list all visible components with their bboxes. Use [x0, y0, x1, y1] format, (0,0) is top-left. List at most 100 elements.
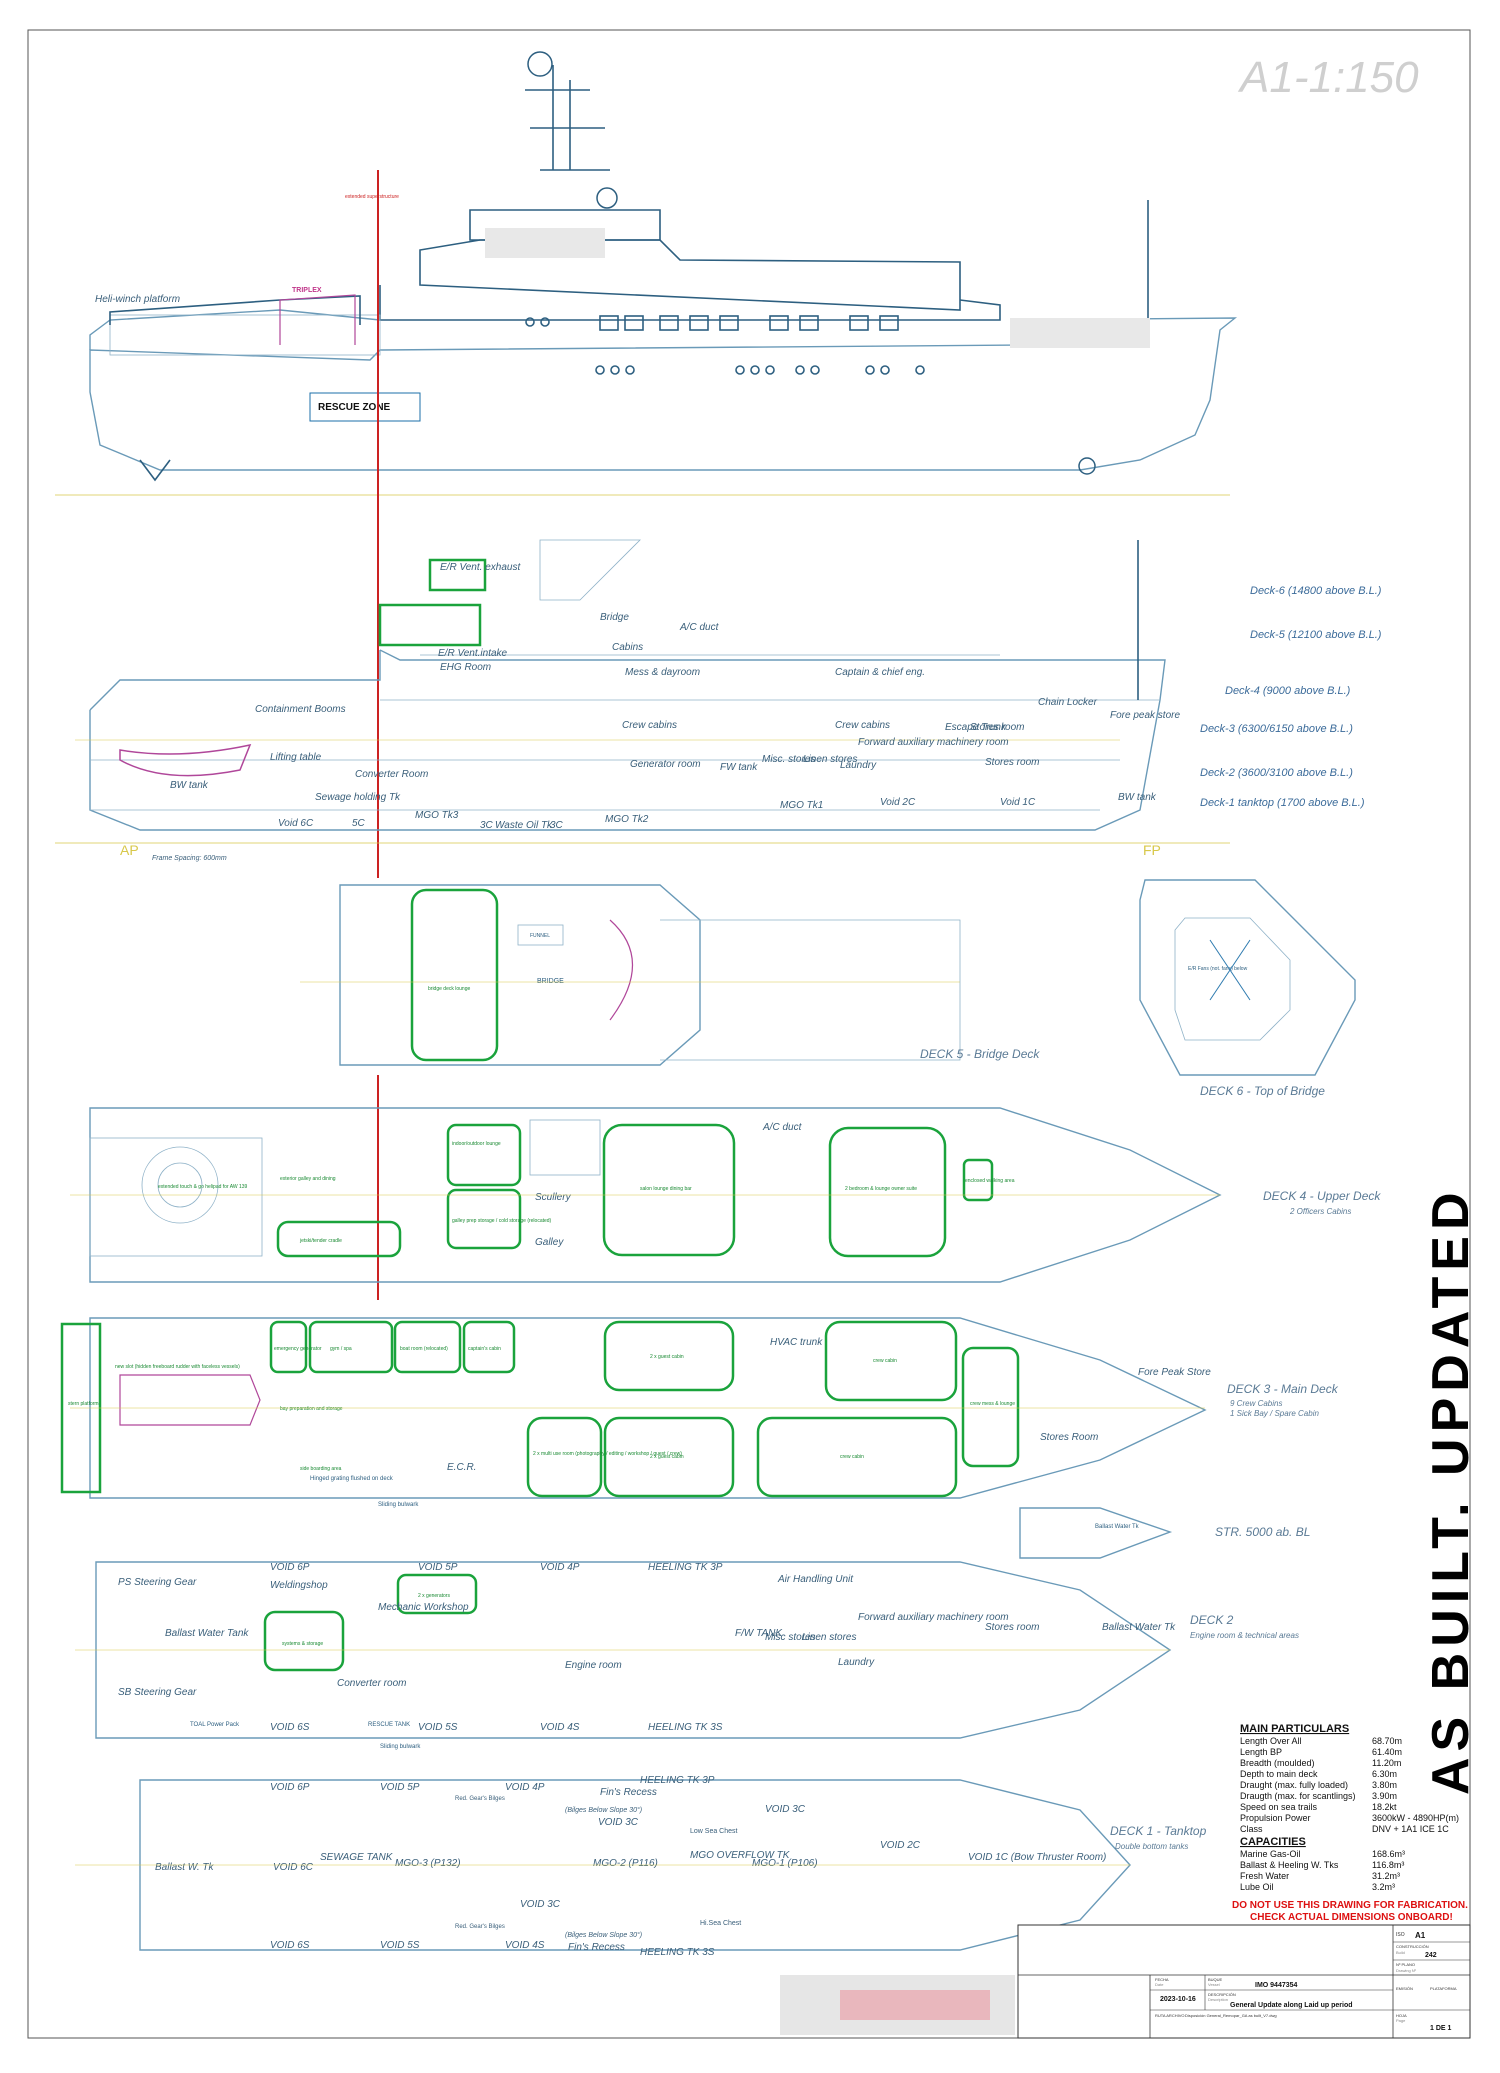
deck2-void6s: VOID 6S	[270, 1722, 310, 1733]
void-1c-label: Void 1C	[1000, 797, 1036, 808]
er-vent-intake-label: E/R Vent.intake	[438, 648, 508, 659]
fore-peak-label: Fore Peak Store	[1138, 1367, 1211, 1378]
generators-room	[396, 1573, 478, 1615]
systems-storage-label: systems & storage	[282, 1641, 323, 1647]
particular-key: Class	[1240, 1824, 1263, 1834]
room-b-label: salon lounge dining bar	[640, 1186, 692, 1192]
portholes	[525, 317, 925, 375]
generators-label: 2 x generators	[418, 1593, 450, 1599]
indoor-outdoor-lounge	[446, 1123, 522, 1187]
particular-value: 116.8m³	[1372, 1860, 1404, 1870]
deck3-room-1-label: gym / spa	[330, 1346, 352, 1352]
deck3-room-0	[269, 1320, 308, 1374]
redacted-name	[485, 228, 605, 258]
mgo1-label: MGO Tk1	[780, 800, 823, 811]
crew-cabins-label-2: Crew cabins	[835, 720, 890, 731]
sheet-border	[27, 29, 1471, 2039]
deck2-sliding-label: Sliding bulwark	[380, 1744, 421, 1750]
converter-label: Converter room	[337, 1678, 406, 1689]
ehg-room-label: EHG Room	[440, 662, 491, 673]
particular-key: Depth to main deck	[1240, 1769, 1318, 1779]
deck1-void6s: VOID 6S	[270, 1940, 310, 1951]
deck3-plan: stern platform new slot (hidden freeboar…	[60, 1317, 1339, 1508]
deck2-stores-room-label: Stores room	[985, 1622, 1039, 1633]
page-label: Page	[1396, 2018, 1406, 2023]
deck3-room-1	[308, 1320, 394, 1374]
new-slot-label: new slot (hidden freeboard rudder with f…	[115, 1364, 240, 1370]
ps-steering-label: PS Steering Gear	[118, 1577, 197, 1588]
engine-room-label: Engine room	[565, 1660, 622, 1671]
aft-bulwark	[89, 309, 381, 350]
drawing-label: Drawing Nº	[1396, 1968, 1417, 1973]
deck3-room-8-label: 2 x guest cabin	[650, 1454, 684, 1460]
deck1-level: Deck-1 tanktop (1700 above B.L.)	[1200, 797, 1365, 809]
ac-duct-label: A/C duct	[679, 622, 720, 633]
scullery-label: Scullery	[535, 1192, 572, 1203]
deck1-void1c: VOID 1C (Bow Thruster Room)	[968, 1852, 1106, 1863]
stores-room-label-2: Stores room	[985, 757, 1039, 768]
deck1-mgo2: MGO-2 (P116)	[593, 1858, 658, 1869]
galley-prep	[446, 1188, 522, 1250]
deck5-aft	[660, 919, 961, 1061]
captain-label: Captain & chief eng.	[835, 667, 925, 678]
chain-locker-label: Chain Locker	[1038, 697, 1098, 708]
laundry-label: Laundry	[840, 760, 877, 771]
deck3-room-7	[526, 1416, 603, 1498]
deck5-outline	[339, 884, 701, 1066]
aft-superstructure	[109, 314, 381, 356]
fore-peak-store-label: Fore peak store	[1110, 710, 1180, 721]
linen-stores-label: Linen stores	[803, 754, 857, 765]
brand-label: TRIPLEX	[292, 287, 322, 294]
owner-suite	[828, 1126, 947, 1258]
helipad-box	[89, 1137, 263, 1257]
deck1-mgo3: MGO-3 (P132)	[395, 1858, 461, 1869]
deck2-outline	[95, 1561, 1172, 1739]
deck3-room-5-label: crew cabin	[873, 1358, 897, 1364]
deck6-antenna-line-2	[1209, 939, 1251, 1001]
buque-label: BUQUE	[1208, 1977, 1223, 1982]
deck3-room-4-label: 2 x guest cabin	[650, 1354, 684, 1360]
build-label: Build	[1396, 1950, 1405, 1955]
particular-value: 18.2kt	[1372, 1802, 1397, 1812]
deck1-plan: Ballast W. Tk VOID 6C SEWAGE TANK MGO-3 …	[75, 1775, 1207, 1958]
sewage-label: Sewage holding Tk	[315, 792, 401, 803]
date-label: Date	[1155, 1982, 1164, 1987]
hull-profile	[89, 317, 1238, 471]
desc-label: DESCRIPCIÓN	[1208, 1992, 1236, 1997]
deck3-title: DECK 3 - Main Deck	[1227, 1382, 1339, 1396]
rescue-boat-deck3	[119, 1374, 261, 1426]
deck3-room-3	[462, 1320, 516, 1374]
hinged-label: Hinged grating flushed on deck	[310, 1476, 394, 1482]
er-vent-green	[428, 558, 487, 592]
rescue-zone-label: RESCUE ZONE	[318, 402, 391, 413]
hoja-value: 1 DE 1	[1430, 2025, 1452, 2032]
deck2-heel3s: HEELING TK 3S	[648, 1722, 723, 1733]
particular-value: 68.70m	[1372, 1736, 1402, 1746]
particular-value: 3.2m³	[1372, 1882, 1395, 1892]
title-block: ISO A1 CONSTRUCCIÓN Build 242 Nº PLANO D…	[780, 1924, 1471, 2039]
systems-storage	[263, 1610, 345, 1672]
bridge-room-label: BRIDGE	[537, 978, 564, 985]
salon-lounge	[602, 1123, 736, 1257]
bridge-deck-lounge-green	[378, 603, 482, 647]
deck4-outline	[89, 1107, 1222, 1283]
section-aft	[89, 650, 381, 711]
mess-label: Mess & dayroom	[625, 667, 700, 678]
deck4-title: DECK 4 - Upper Deck	[1263, 1189, 1381, 1203]
red-gear-p: Red. Gear's Bilges	[455, 1796, 505, 1802]
ruta-value: Disposición General_Remopar_GA as built_…	[1185, 2013, 1277, 2018]
deck5-level: Deck-5 (12100 above B.L.)	[1250, 629, 1382, 641]
helipad-label: extended touch & go helipad for AW 139	[158, 1184, 248, 1190]
deck3-room-2-label: boat room (relocated)	[400, 1346, 448, 1352]
particulars-heading: MAIN PARTICULARS	[1240, 1723, 1349, 1735]
particular-key: Marine Gas-Oil	[1240, 1849, 1301, 1859]
deck1-void3c: VOID 3C	[598, 1817, 639, 1828]
particular-key: Ballast & Heeling W. Tks	[1240, 1860, 1339, 1870]
emision-label: EMISIÓN	[1396, 1986, 1413, 1991]
deck1-void3c-2: VOID 3C	[520, 1899, 561, 1910]
air-handling-label: Air Handling Unit	[777, 1574, 854, 1585]
red-gear-s: Red. Gear's Bilges	[455, 1924, 505, 1930]
